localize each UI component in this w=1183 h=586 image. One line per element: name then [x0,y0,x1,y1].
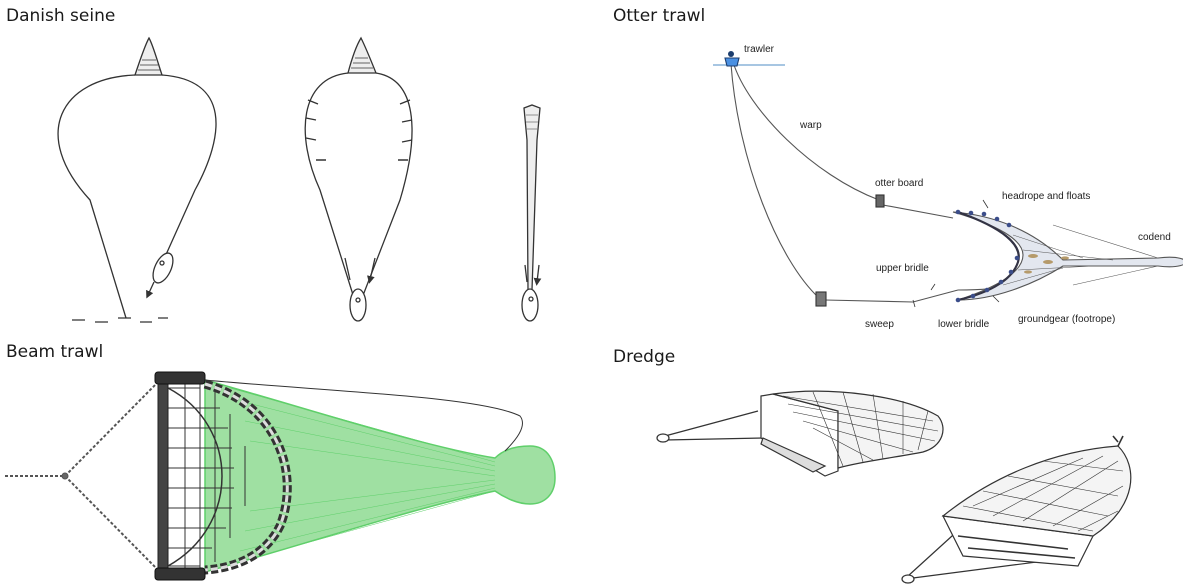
otter-trawl-diagram: trawler warp otter board headrope and fl… [613,0,1183,330]
seine-stage3-net [524,105,540,290]
dredge-diagram [613,366,1183,586]
beam-net [205,380,555,572]
seine-stage1-net [58,75,135,318]
label-warp: warp [799,120,822,131]
label-trawler: trawler [744,44,775,55]
label-codend: codend [1138,232,1171,243]
danish-seine-diagram [0,0,560,320]
trawler-icon [725,58,739,66]
seine-stage3-boat [522,289,538,321]
label-groundgear: groundgear (footrope) [1018,314,1115,325]
beam-bar [158,378,168,576]
beam-shoe-top [155,372,205,384]
otter-board-lower [816,292,826,306]
beam-trawl-diagram [0,366,570,586]
label-sweep: sweep [865,319,894,330]
label-upper-bridle: upper bridle [876,263,929,274]
beam-shoe-bottom [155,568,205,580]
beam-trawl-title: Beam trawl [6,342,103,362]
dredge-title: Dredge [613,347,675,367]
seine-stage1-boat [149,250,177,286]
label-lower-bridle: lower bridle [938,319,990,330]
warp-line-upper [733,62,879,200]
label-otter-board: otter board [875,178,923,189]
label-headrope: headrope and floats [1002,191,1090,202]
otter-board-upper [876,195,884,207]
seine-stage2-boat [350,289,366,321]
warp-line-lower [731,64,819,298]
